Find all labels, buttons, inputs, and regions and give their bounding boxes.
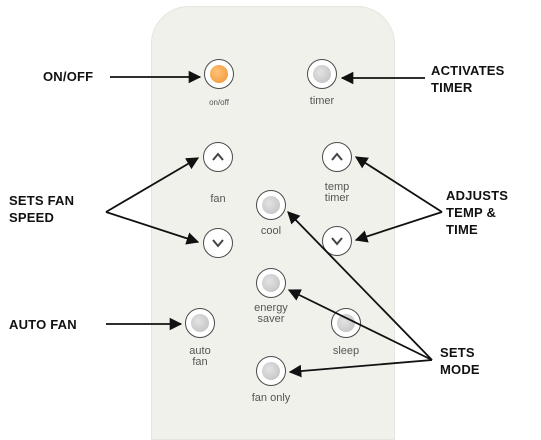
dot-icon — [262, 362, 280, 380]
callout-line: TIME — [446, 222, 478, 237]
callout-adjusts-temp: ADJUSTS TEMP & TIME — [446, 187, 508, 238]
dot-icon — [262, 196, 280, 214]
dot-icon — [313, 65, 331, 83]
fan-sublabel: fan — [192, 356, 208, 368]
arrow-fan-up — [105, 157, 200, 213]
arrow-mode-cool — [287, 211, 433, 361]
fan-label: fan — [210, 193, 226, 205]
energy-label: energy — [254, 302, 288, 314]
dot-icon — [337, 314, 355, 332]
callout-line: TEMP & — [446, 205, 497, 220]
chevron-up-icon — [212, 152, 224, 161]
power-button[interactable] — [204, 59, 234, 89]
fan-only-button[interactable] — [256, 356, 286, 386]
callout-line: SETS FAN — [9, 193, 75, 208]
chevron-down-icon — [212, 239, 224, 248]
cool-label: cool — [260, 225, 282, 237]
callout-auto-fan: AUTO FAN — [9, 317, 77, 332]
fan-only-label: fan only — [251, 392, 291, 404]
temp-up-button[interactable] — [322, 142, 352, 172]
dot-icon — [191, 314, 209, 332]
callout-activates-timer: ACTIVATES TIMER — [431, 62, 505, 96]
arrow-temp-down — [354, 211, 443, 243]
callout-on-off: ON/OFF — [43, 69, 94, 84]
sleep-label: sleep — [332, 345, 360, 357]
timer-button[interactable] — [307, 59, 337, 89]
callout-line: ACTIVATES — [431, 63, 505, 78]
energy-saver-button[interactable] — [256, 268, 286, 298]
arrow-temp-up — [354, 156, 443, 213]
chevron-down-icon — [331, 237, 343, 246]
callout-sets-mode: SETS MODE — [440, 344, 480, 378]
arrow-mode-fan-only — [288, 359, 433, 378]
chevron-up-icon — [331, 152, 343, 161]
temp-label: temp — [324, 181, 350, 193]
auto-fan-button[interactable] — [185, 308, 215, 338]
auto-label: auto — [189, 345, 211, 357]
temp-timer-label: timer — [324, 192, 350, 204]
callout-line: ADJUSTS — [446, 188, 509, 203]
dot-icon — [262, 274, 280, 292]
timer-button-label: timer — [309, 95, 335, 107]
callout-line: MODE — [440, 362, 480, 377]
saver-label: saver — [257, 313, 285, 325]
arrow-fan-down — [105, 211, 200, 245]
callout-line: SPEED — [9, 210, 55, 225]
power-button-label: on/off — [209, 98, 229, 107]
fan-down-button[interactable] — [203, 228, 233, 258]
fan-up-button[interactable] — [203, 142, 233, 172]
callout-sets-fan-speed: SETS FAN SPEED — [9, 192, 74, 226]
power-dot-icon — [210, 65, 228, 83]
cool-button[interactable] — [256, 190, 286, 220]
callout-line: TIMER — [431, 80, 473, 95]
arrow-mode-energy — [287, 289, 433, 361]
callout-line: SETS — [440, 345, 475, 360]
